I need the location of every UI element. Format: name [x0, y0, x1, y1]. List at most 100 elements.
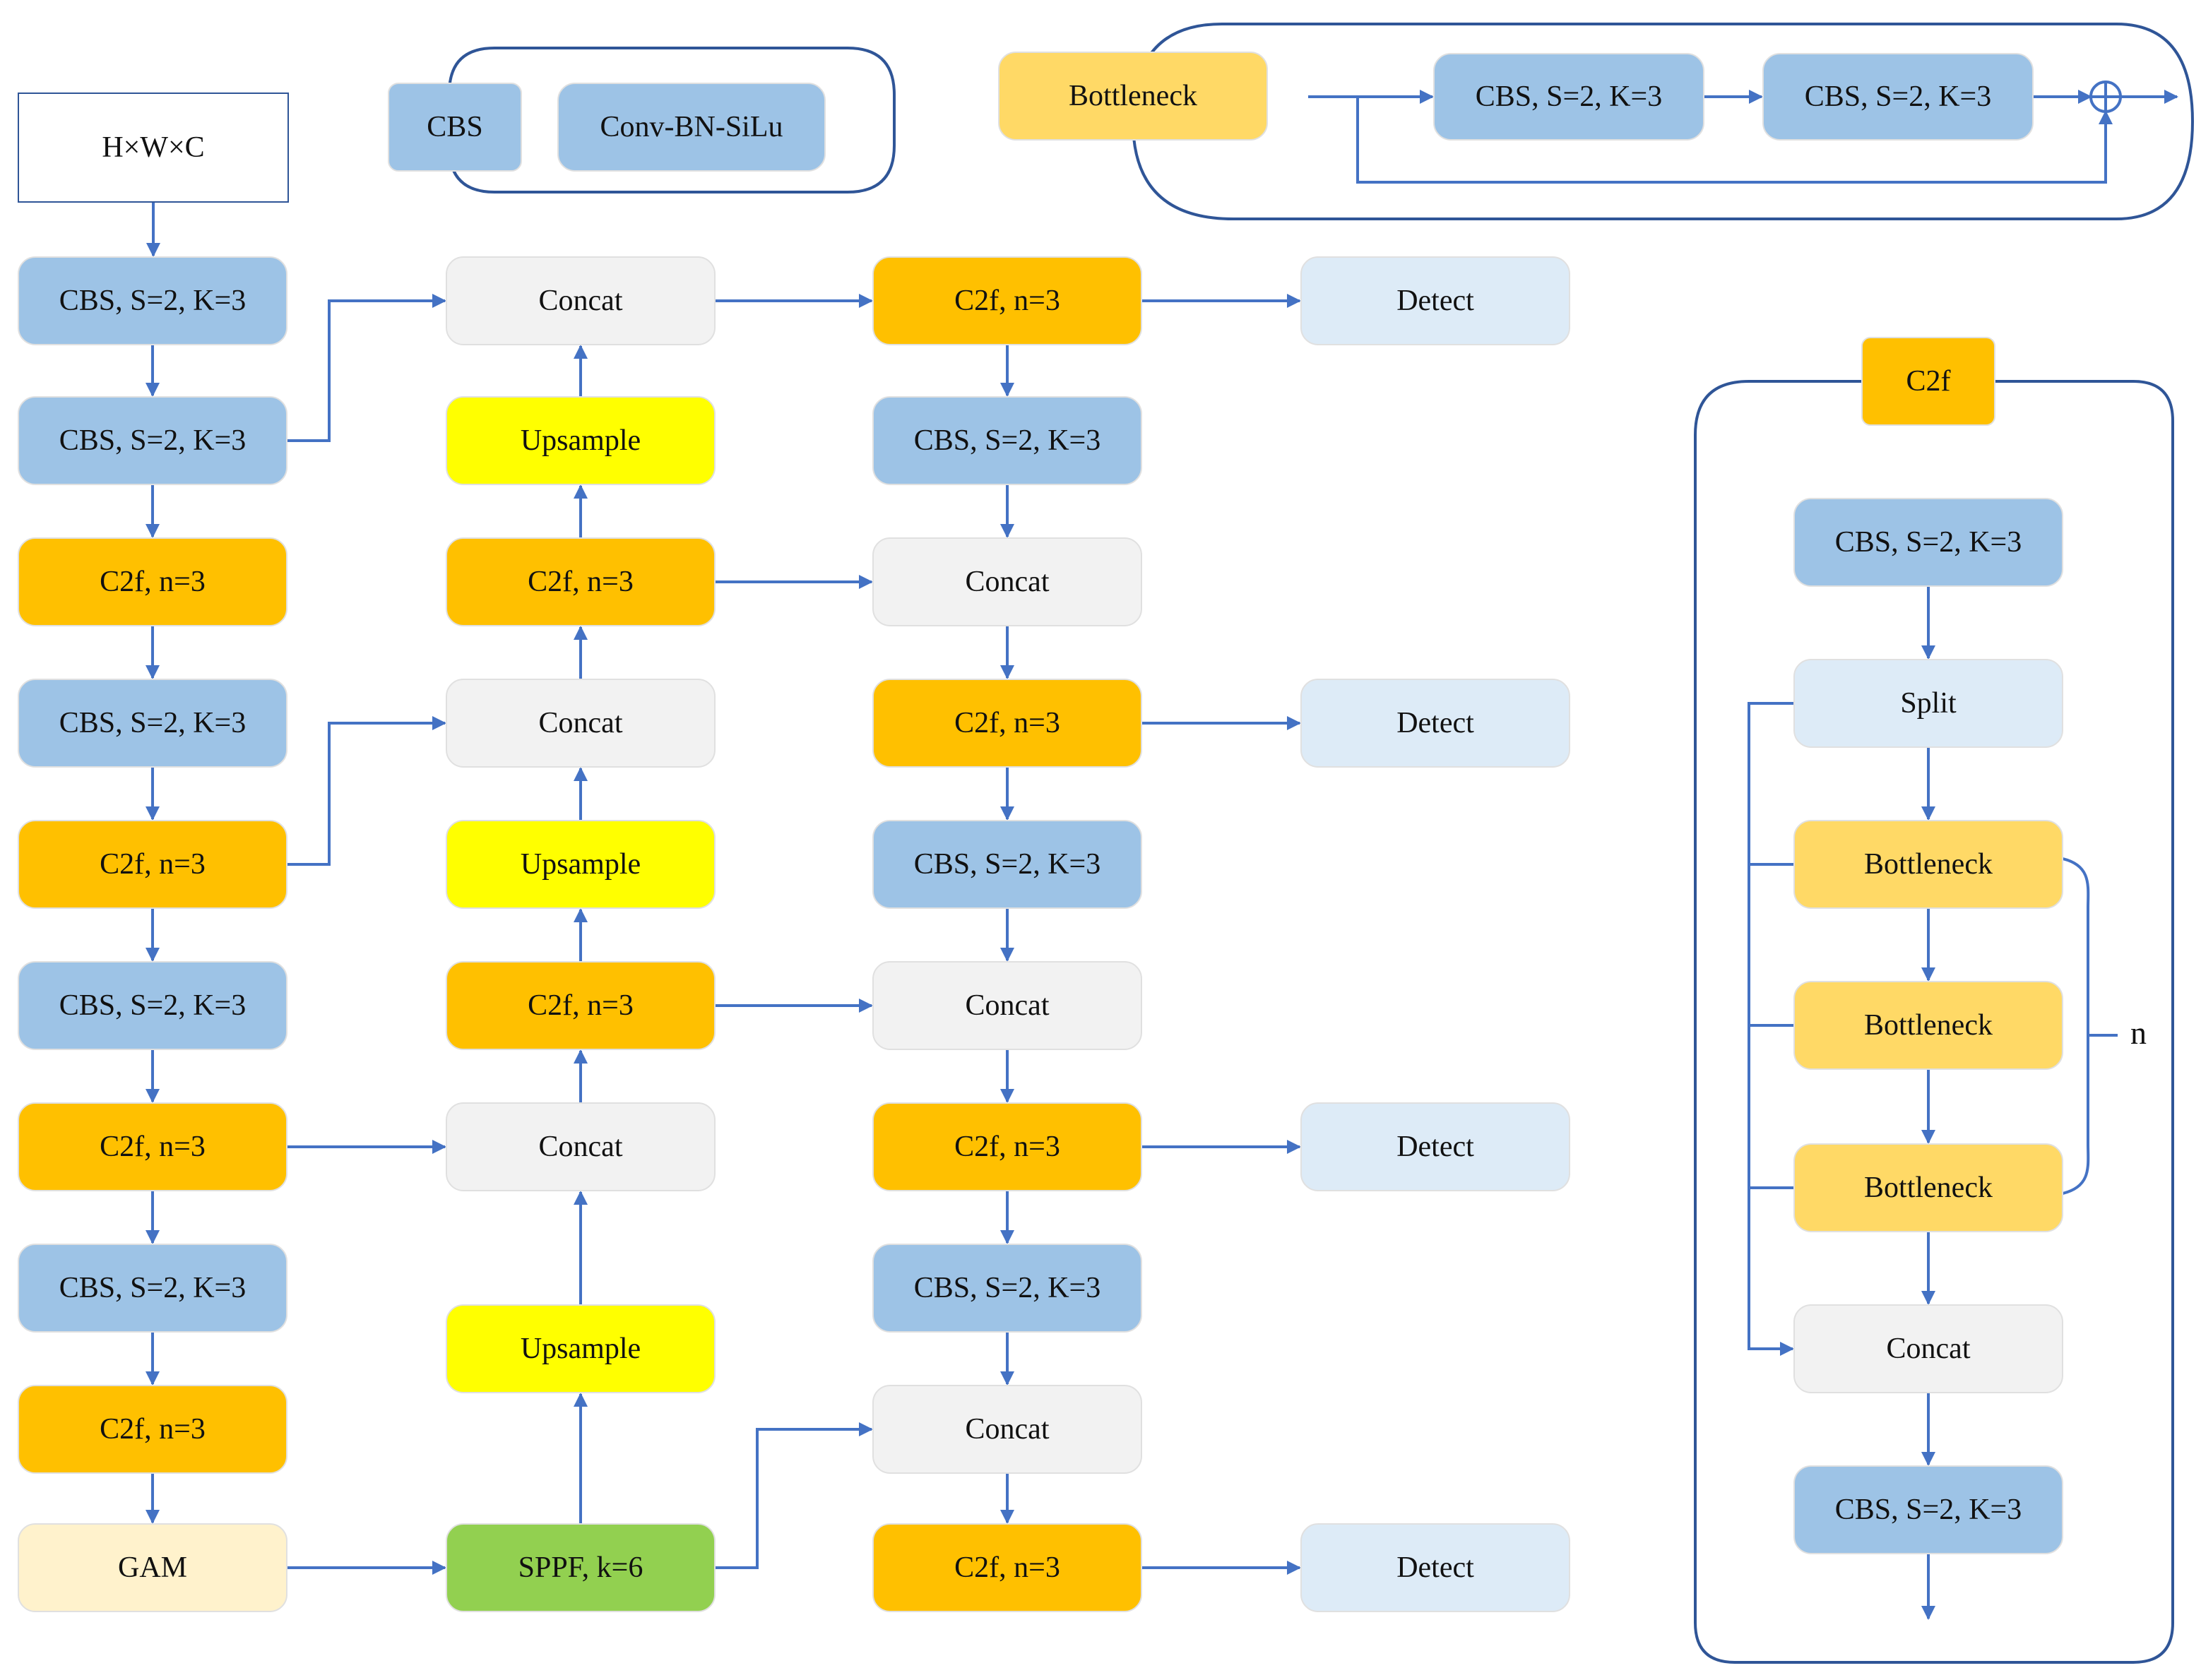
node-c2f-box	[18, 820, 287, 909]
node-label: Detect	[1396, 707, 1474, 739]
node-c2f-n-3: C2f, n=3	[18, 1385, 287, 1474]
node-label: C2f	[1906, 365, 1951, 398]
node-cbs-box	[18, 679, 287, 768]
node-cbs-box	[18, 396, 287, 485]
node-label: CBS, S=2, K=3	[1476, 81, 1662, 113]
node-cbs-s-2-k-3: CBS, S=2, K=3	[872, 820, 1142, 909]
node-label: C2f, n=3	[954, 1551, 1060, 1584]
node-detect: Detect	[1300, 1523, 1570, 1612]
node-cbs-s-2-k-3: CBS, S=2, K=3	[872, 1244, 1142, 1333]
node-c2f-box	[872, 679, 1142, 768]
node-c2f-box	[872, 1102, 1142, 1191]
node-label: C2f, n=3	[528, 566, 634, 598]
node-label: Concat	[966, 989, 1050, 1022]
node-label: Bottleneck	[1864, 848, 1993, 881]
node-detect-box	[1300, 679, 1570, 768]
node-cbs-box	[18, 961, 287, 1050]
node-upsample: Upsample	[446, 1304, 716, 1393]
node-c2f-n-3: C2f, n=3	[872, 1102, 1142, 1191]
node-h-w-c: H×W×C	[18, 93, 289, 203]
node-label: CBS	[427, 111, 482, 143]
node-label: Upsample	[521, 848, 641, 881]
node-cbs-box	[18, 1244, 287, 1333]
node-concat-box	[872, 1385, 1142, 1474]
node-c2f-box	[446, 961, 716, 1050]
node-label: Concat	[539, 285, 623, 317]
node-label: Bottleneck	[1864, 1009, 1993, 1042]
node-upsample-box	[446, 820, 716, 909]
node-label: Bottleneck	[1069, 80, 1197, 112]
node-detect-box	[1300, 1523, 1570, 1612]
node-upsample: Upsample	[446, 820, 716, 909]
node-concat: Concat	[446, 679, 716, 768]
arrow-connector	[287, 716, 446, 866]
node-label: Detect	[1396, 1131, 1474, 1163]
node-c2f-n-3: C2f, n=3	[18, 1102, 287, 1191]
node-label: C2f, n=3	[100, 1413, 206, 1446]
node-cbs-s-2-k-3: CBS, S=2, K=3	[872, 396, 1142, 485]
node-label: CBS, S=2, K=3	[59, 424, 246, 457]
node-bottleneck-box	[1793, 820, 2063, 909]
node-cbs-box	[18, 93, 289, 203]
node-label: CBS, S=2, K=3	[914, 1272, 1100, 1304]
arrow-connector	[287, 294, 446, 442]
node-cbs-box	[1433, 53, 1704, 141]
node-label: SPPF, k=6	[518, 1551, 643, 1584]
node-detect-box	[1300, 1102, 1570, 1191]
node-cbs-box	[872, 820, 1142, 909]
node-c2f-box	[18, 1102, 287, 1191]
node-cbs-s-2-k-3: CBS, S=2, K=3	[1433, 53, 1704, 141]
node-upsample: Upsample	[446, 396, 716, 485]
cbs-legend-container	[448, 47, 896, 193]
node-detect: Detect	[1300, 1102, 1570, 1191]
node-detect-box	[1300, 256, 1570, 345]
node-c2f: C2f	[1861, 337, 1995, 426]
node-cbs-box	[872, 1244, 1142, 1333]
node-cbs-box	[388, 83, 522, 172]
node-cbs-box	[557, 83, 826, 172]
node-c2f-n-3: C2f, n=3	[872, 256, 1142, 345]
node-cbs-box	[1762, 53, 2034, 141]
node-concat-box	[872, 537, 1142, 626]
node-cbs-box	[1793, 498, 2063, 587]
add-operator-cross	[2091, 82, 2120, 112]
node-cbs: CBS	[388, 83, 522, 172]
node-c2f-box	[18, 537, 287, 626]
node-label: Concat	[539, 707, 623, 739]
node-c2f-box	[18, 1385, 287, 1474]
node-label: CBS, S=2, K=3	[59, 707, 246, 739]
arrow-connector	[1356, 97, 2113, 184]
node-label: C2f, n=3	[100, 848, 206, 881]
node-label: Conv-BN-SiLu	[600, 111, 783, 143]
node-label: Concat	[1887, 1333, 1971, 1365]
node-conv-bn-silu: Conv-BN-SiLu	[557, 83, 826, 172]
node-label: CBS, S=2, K=3	[1805, 81, 1991, 113]
node-label: Detect	[1396, 285, 1474, 317]
node-label: C2f, n=3	[954, 707, 1060, 739]
node-concat-box	[872, 961, 1142, 1050]
node-label: Detect	[1396, 1551, 1474, 1584]
node-concat: Concat	[872, 537, 1142, 626]
node-concat: Concat	[446, 1102, 716, 1191]
node-detect: Detect	[1300, 256, 1570, 345]
node-concat-box	[1793, 1304, 2063, 1393]
c2f-detail-container	[1694, 380, 2174, 1664]
node-label: CBS, S=2, K=3	[59, 1272, 246, 1304]
node-cbs-s-2-k-3: CBS, S=2, K=3	[18, 961, 287, 1050]
node-concat-box	[446, 1102, 716, 1191]
node-label: Concat	[966, 566, 1050, 598]
node-label: C2f, n=3	[100, 566, 206, 598]
node-label: CBS, S=2, K=3	[59, 989, 246, 1022]
node-label: Bottleneck	[1864, 1172, 1993, 1204]
node-cbs-s-2-k-3: CBS, S=2, K=3	[1762, 53, 2034, 141]
node-c2f-box	[1861, 337, 1995, 426]
node-label: C2f, n=3	[528, 989, 634, 1022]
node-bottleneck-box	[1793, 981, 2063, 1070]
node-concat: Concat	[446, 256, 716, 345]
node-split: Split	[1793, 659, 2063, 748]
node-concat-box	[446, 256, 716, 345]
node-bottleneck: Bottleneck	[1793, 820, 2063, 909]
node-label: CBS, S=2, K=3	[1835, 526, 2022, 559]
